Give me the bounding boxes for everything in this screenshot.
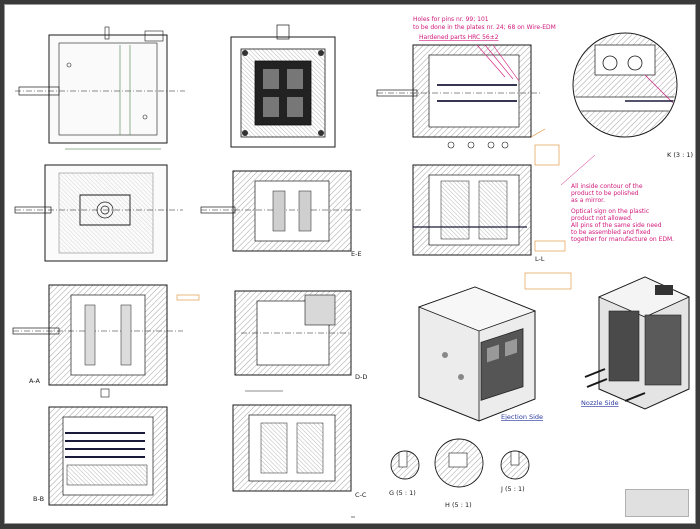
- section-cc-view: [232, 390, 352, 492]
- detail-h-label: H (5 : 1): [445, 501, 472, 509]
- note-optical-line3: All pins of the same side need: [571, 222, 662, 229]
- note-polish-line3: as a mirror.: [571, 197, 605, 204]
- note-polish-line2: product to be polished: [571, 190, 639, 197]
- iso-nozzle-label: Nozzle Side: [581, 399, 619, 407]
- note-optical-line4: to be assembled and fixed: [571, 229, 651, 236]
- section-bb-view: [48, 406, 168, 506]
- section-ee-view: [200, 170, 361, 252]
- iso-nozzle-view: [584, 276, 690, 410]
- detail-g-label: G (5 : 1): [389, 489, 416, 497]
- note-holes-line2: to be done in the plates nr. 24; 68 on W…: [413, 24, 556, 31]
- title-block: [625, 489, 689, 517]
- view-section-upper-right: [376, 44, 546, 149]
- note-optical-line2: product not allowed.: [571, 215, 633, 222]
- detail-k-label: K (3 : 1): [667, 151, 693, 159]
- drawing-canvas: A-A B-B E-E: [12, 16, 693, 518]
- note-hardened: Hardened parts HRC 56±2: [419, 34, 499, 41]
- detail-j-label: J (5 : 1): [500, 485, 525, 493]
- view-side-left: [14, 164, 183, 262]
- note-holes-line1: Holes for pins nr. 99; 101: [413, 16, 489, 23]
- section-dd-label: D-D: [355, 373, 367, 381]
- section-cc-label: C-C: [355, 491, 367, 499]
- note-polish-line1: All inside contour of the: [571, 183, 643, 190]
- section-aa-label: A-A: [29, 377, 41, 385]
- note-optical-line1: Optical sign on the plastic: [571, 208, 649, 215]
- iso-ejection-label: Ejection Side: [501, 413, 543, 421]
- view-top-left: [15, 26, 185, 150]
- section-ll-label: L-L: [535, 255, 545, 263]
- section-ee-label: E-E: [351, 250, 362, 258]
- iso-ejection-view: [417, 286, 537, 422]
- detail-k-view: [572, 32, 678, 138]
- section-ll-view: [412, 144, 572, 290]
- drawing-sheet: A-A B-B E-E: [4, 4, 696, 524]
- section-dd-view: [234, 290, 352, 376]
- section-bb-label: B-B: [33, 495, 44, 503]
- section-aa-view: [12, 284, 200, 398]
- detail-j-view: [500, 450, 530, 480]
- detail-h-view: [434, 438, 484, 488]
- note-optical-line5: together for manufacture on EDM.: [571, 236, 674, 243]
- detail-g-view: [390, 450, 420, 480]
- view-plan-center: [230, 24, 336, 148]
